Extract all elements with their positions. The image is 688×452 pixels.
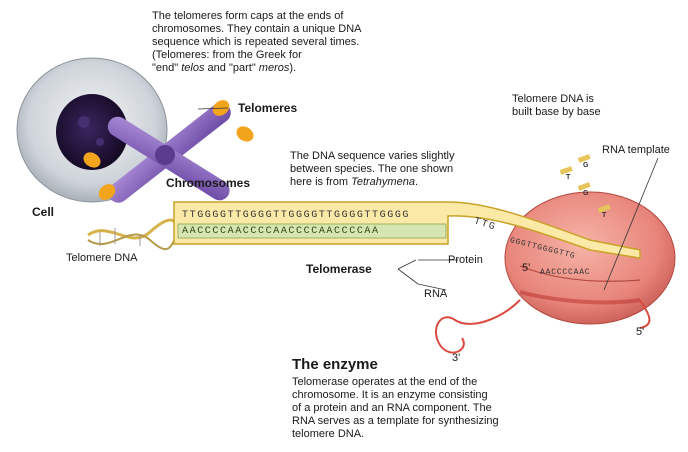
free-base-g2: G bbox=[583, 190, 588, 197]
intro-line-4: (Telomeres: from the Greek for bbox=[152, 49, 302, 62]
rna-template-label: RNA template bbox=[602, 144, 670, 157]
enzyme-heading: The enzyme bbox=[292, 356, 378, 373]
free-base-t2: T bbox=[602, 212, 606, 219]
enzyme-body-line-1: Telomerase operates at the end of the bbox=[292, 376, 477, 389]
rna-label: RNA bbox=[424, 288, 447, 301]
etymology-and: and bbox=[208, 62, 226, 74]
intro-line-2: chromosomes. They contain a unique DNA bbox=[152, 23, 362, 36]
cell-label: Cell bbox=[32, 205, 54, 219]
five-prime-inner-label: 5' bbox=[522, 262, 530, 275]
telomerase-label: Telomerase bbox=[306, 262, 372, 276]
five-prime-outer-label: 5' bbox=[636, 326, 644, 339]
three-prime-label: 3' bbox=[452, 352, 460, 365]
built-base-label-2: built base by base bbox=[512, 106, 601, 119]
protein-label: Protein bbox=[448, 254, 483, 267]
chromosomes-label: Chromosomes bbox=[166, 176, 250, 190]
enzyme-body-line-4: RNA serves as a template for synthesizin… bbox=[292, 415, 499, 428]
intro-line-5: "end" telos and "part" meros). bbox=[152, 62, 296, 75]
enzyme-body-line-2: chromosome. It is an enzyme consisting bbox=[292, 389, 488, 402]
species-line-2: between species. The one shown bbox=[290, 163, 453, 176]
intro-line-3: sequence which is repeated several times… bbox=[152, 36, 359, 49]
enzyme-rna-template-strand: AACCCCAAC bbox=[540, 268, 590, 277]
telomeres-label: Telomeres bbox=[238, 101, 297, 115]
telomere-dna-label: Telomere DNA bbox=[66, 252, 138, 265]
species-tetrahymena: Tetrahymena bbox=[351, 176, 415, 188]
etymology-close: ). bbox=[289, 62, 296, 74]
species-line-1: The DNA sequence varies slightly bbox=[290, 150, 454, 163]
free-base-t1: T bbox=[566, 174, 570, 181]
dna-helix-graphic bbox=[88, 220, 178, 249]
dna-top-strand: TTGGGGTTGGGGTTGGGGTTGGGGTTGGGG bbox=[182, 210, 410, 221]
telomerase-enzyme-graphic bbox=[505, 192, 675, 324]
etymology-meros: meros bbox=[259, 62, 290, 74]
dna-bottom-strand: AACCCCAACCCCAACCCCAACCCCAA bbox=[182, 226, 380, 237]
built-base-label-1: Telomere DNA is bbox=[512, 93, 594, 106]
species-line-3-suffix: . bbox=[415, 176, 418, 188]
etymology-end-quote: "end" bbox=[152, 62, 178, 74]
species-line-3-prefix: here is from bbox=[290, 176, 351, 188]
intro-line-1: The telomeres form caps at the ends of bbox=[152, 10, 343, 23]
etymology-part-quote: "part" bbox=[229, 62, 256, 74]
species-line-3: here is from Tetrahymena. bbox=[290, 176, 418, 189]
etymology-telos: telos bbox=[181, 62, 204, 74]
free-base-g1: G bbox=[583, 162, 588, 169]
enzyme-body-line-3: of a protein and an RNA component. The bbox=[292, 402, 492, 415]
enzyme-body-line-5: telomere DNA. bbox=[292, 428, 364, 441]
